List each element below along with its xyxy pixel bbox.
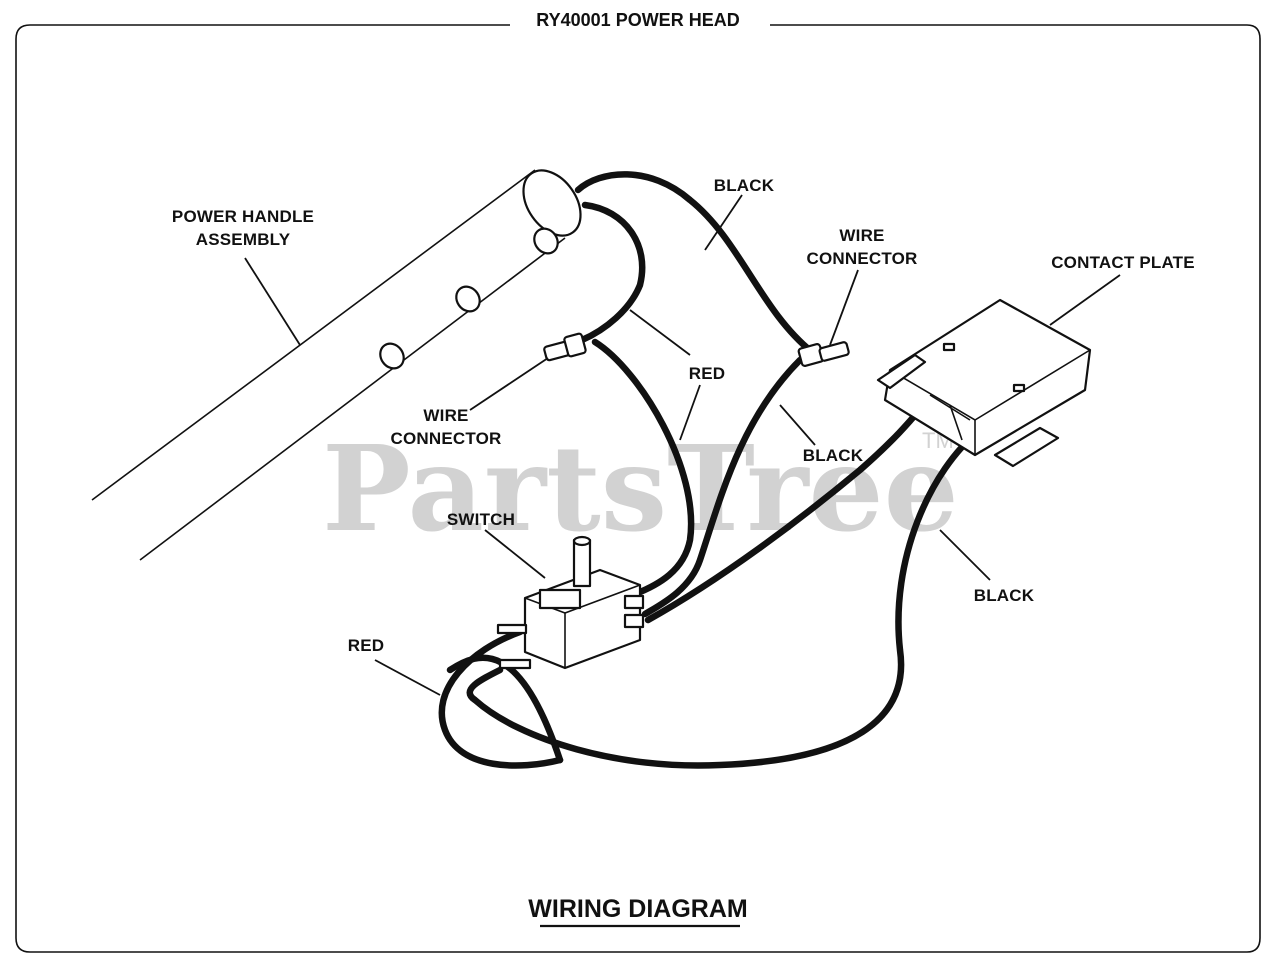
label-black-right: BLACK [974, 586, 1035, 605]
label-power-handle-line2: ASSEMBLY [196, 230, 291, 249]
watermark-text: PartsTree [322, 419, 959, 558]
diagram-footer-title: WIRING DIAGRAM [528, 895, 747, 923]
label-wire-connector-right-line2: CONNECTOR [806, 249, 917, 268]
switch-assembly [496, 535, 645, 670]
label-switch: SWITCH [447, 510, 515, 529]
label-power-handle-line1: POWER HANDLE [172, 207, 314, 226]
label-wire-connector-right-line1: WIRE [839, 226, 884, 245]
wire-connector-right [797, 341, 850, 367]
label-red-mid: RED [689, 364, 726, 383]
wires [438, 171, 984, 769]
diagram-frame [15, 24, 1261, 953]
label-wire-connector-left-line1: WIRE [423, 406, 468, 425]
label-wire-connector-left-line2: CONNECTOR [390, 429, 501, 448]
contact-plate [876, 298, 1092, 468]
label-contact-plate: CONTACT PLATE [1051, 253, 1195, 272]
leader-lines [244, 194, 1121, 696]
diagram-header-title: RY40001 POWER HEAD [536, 10, 739, 30]
label-black-top: BLACK [714, 176, 775, 195]
power-handle-tube [91, 169, 582, 561]
label-red-left: RED [348, 636, 385, 655]
wire-connector-left [543, 332, 587, 362]
label-black-mid: BLACK [803, 446, 864, 465]
callout-labels: POWER HANDLE ASSEMBLY BLACK WIRE CONNECT… [172, 176, 1195, 655]
